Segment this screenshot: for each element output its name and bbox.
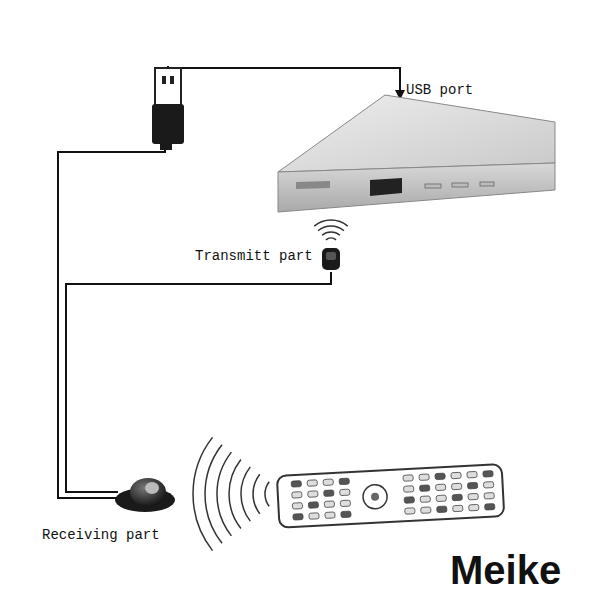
remote-button <box>292 492 302 499</box>
remote-button <box>325 512 335 519</box>
remote-button <box>452 494 462 501</box>
wave-arc <box>318 226 344 231</box>
usb-wire <box>58 148 165 498</box>
remote-button <box>437 506 447 513</box>
remote-button <box>291 481 301 488</box>
remote-button <box>453 505 463 512</box>
wave-arc <box>205 445 222 544</box>
remote-button <box>307 480 317 487</box>
remote-button <box>404 497 414 504</box>
transmit-wire <box>66 272 331 492</box>
remote-button <box>419 474 429 481</box>
wave-arc <box>314 220 347 226</box>
remote-button <box>451 483 461 490</box>
wave-arc <box>241 467 250 521</box>
usb-plug <box>152 68 184 150</box>
usb-wire <box>168 66 400 92</box>
part-label: Transmitt part <box>195 248 313 264</box>
remote-button <box>435 473 445 480</box>
remote-button <box>468 493 478 500</box>
remote-button <box>324 490 334 497</box>
wave-arc <box>265 482 269 507</box>
remote-button <box>403 475 413 482</box>
remote-button <box>340 500 350 507</box>
remote-button <box>404 486 414 493</box>
remote-button <box>483 482 493 489</box>
signal-waves <box>193 437 269 550</box>
brand-watermark: Meike <box>450 548 561 592</box>
remote-button <box>420 485 430 492</box>
remote-button <box>341 511 351 518</box>
wave-arc <box>322 232 340 235</box>
remote-button <box>483 471 493 478</box>
remote-button <box>405 508 415 515</box>
remote-button <box>485 504 495 511</box>
set-top-box <box>278 95 555 212</box>
wave-arc <box>229 460 241 529</box>
part-label: Receiving part <box>42 527 160 543</box>
remote-button <box>484 493 494 500</box>
remote-button <box>436 495 446 502</box>
remote-button <box>467 482 477 489</box>
remote-button <box>323 479 333 486</box>
wave-arc <box>217 452 231 536</box>
remote-button <box>340 489 350 496</box>
wave-arc <box>326 238 336 240</box>
remote-button <box>339 478 349 485</box>
ir-receiver <box>115 478 175 512</box>
remote-button <box>436 484 446 491</box>
remote-button <box>421 507 431 514</box>
remote-button <box>420 496 430 503</box>
remote-button <box>451 472 461 479</box>
wave-arc <box>253 474 260 513</box>
remote-button <box>324 501 334 508</box>
remote-button <box>467 471 477 478</box>
signal-waves <box>314 220 347 240</box>
port-label: USB port <box>406 82 473 98</box>
remote-button <box>469 504 479 511</box>
remote-control <box>277 464 504 528</box>
ir-transmitter <box>322 248 340 270</box>
remote-button <box>292 503 302 510</box>
remote-button <box>309 513 319 520</box>
wave-arc <box>193 437 212 550</box>
remote-button <box>308 491 318 498</box>
remote-button <box>308 502 318 509</box>
remote-button <box>293 514 303 521</box>
